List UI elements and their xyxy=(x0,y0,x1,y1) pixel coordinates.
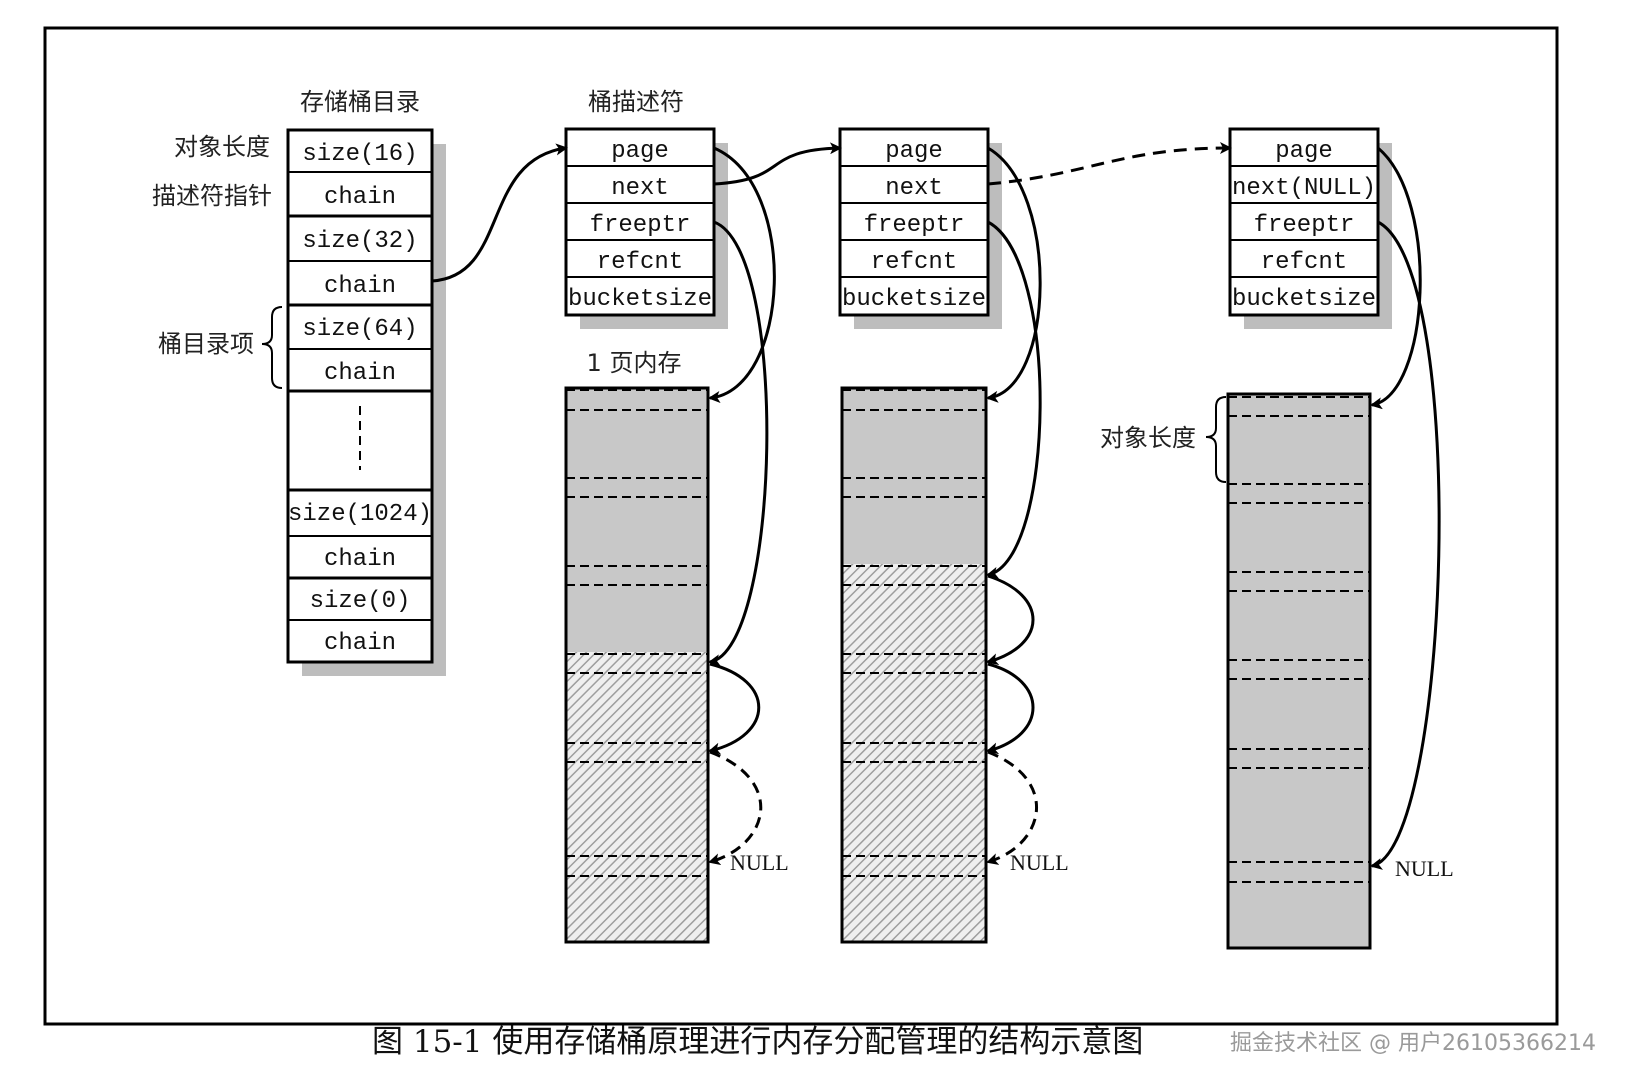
null-label-1: NULL xyxy=(730,850,789,875)
null-label-3: NULL xyxy=(1395,856,1454,881)
desc2-page: page xyxy=(885,138,943,165)
one-page-memory-label: 1 页内存 xyxy=(587,349,682,377)
arrow-page2-free3 xyxy=(986,750,1039,865)
memory-page-3 xyxy=(1226,392,1372,950)
arrow-desc1-page xyxy=(708,146,776,403)
arrow-desc2-next xyxy=(987,142,1232,186)
pointer-arrows xyxy=(431,142,1441,870)
arrow-page1-free1 xyxy=(708,662,761,755)
memory-page-1 xyxy=(564,386,710,944)
directory-entry-label: 桶目录项 xyxy=(158,330,254,358)
bucket-descriptor-2: page next freeptr refcnt bucketsize xyxy=(838,127,1002,329)
object-length-right-label: 对象长度 xyxy=(1100,424,1196,452)
dir-chain-1024: chain xyxy=(324,546,396,573)
dir-size-0: size(0) xyxy=(310,588,411,615)
desc3-refcnt: refcnt xyxy=(1261,249,1347,276)
dir-chain-64: chain xyxy=(324,360,396,387)
dir-size-32: size(32) xyxy=(302,228,417,255)
desc3-page: page xyxy=(1275,138,1333,165)
desc3-bucketsize: bucketsize xyxy=(1232,286,1376,313)
desc1-freeptr: freeptr xyxy=(590,212,691,239)
desc2-next: next xyxy=(885,175,943,202)
desc3-freeptr: freeptr xyxy=(1254,212,1355,239)
bucket-directory: size(16) chain size(32) chain size(64) c… xyxy=(286,128,446,676)
object-length-brace xyxy=(1205,396,1227,483)
arrow-page2-free2 xyxy=(986,662,1035,755)
watermark: 掘金技术社区 @ 用户26105366214 xyxy=(1230,1031,1596,1056)
dir-size-1024: size(1024) xyxy=(288,501,432,528)
arrow-page2-free1 xyxy=(986,574,1035,666)
descriptor-pointer-label: 描述符指针 xyxy=(152,182,272,210)
desc2-bucketsize: bucketsize xyxy=(842,286,986,313)
desc1-bucketsize: bucketsize xyxy=(568,286,712,313)
figure-frame xyxy=(43,26,1559,1026)
arrow-page1-free2 xyxy=(708,750,763,866)
dir-chain-16: chain xyxy=(324,184,396,211)
memory-page-2 xyxy=(840,386,988,944)
dir-size-64: size(64) xyxy=(302,316,417,343)
desc1-refcnt: refcnt xyxy=(597,249,683,276)
dir-size-16: size(16) xyxy=(302,141,417,168)
object-length-label: 对象长度 xyxy=(174,133,270,161)
arrow-desc2-page xyxy=(986,146,1042,403)
bucket-descriptor-3: page next(NULL) freeptr refcnt bucketsiz… xyxy=(1228,127,1392,329)
desc3-next: next(NULL) xyxy=(1232,175,1376,202)
directory-title: 存储桶目录 xyxy=(300,88,420,116)
figure-caption: 图 15-1 使用存储桶原理进行内存分配管理的结构示意图 xyxy=(372,1024,1143,1060)
bucket-descriptor-1: page next freeptr refcnt bucketsize xyxy=(564,127,728,329)
arrow-desc3-page xyxy=(1370,146,1422,410)
dir-chain-32: chain xyxy=(324,273,396,300)
desc2-freeptr: freeptr xyxy=(864,212,965,239)
arrow-chain-to-desc1 xyxy=(431,143,568,283)
desc2-refcnt: refcnt xyxy=(871,249,957,276)
null-label-2: NULL xyxy=(1010,850,1069,875)
arrow-desc3-freeptr xyxy=(1370,220,1441,870)
descriptor-title: 桶描述符 xyxy=(588,88,684,116)
directory-entry-brace xyxy=(261,306,283,389)
arrow-desc1-freeptr xyxy=(708,220,769,667)
arrow-desc1-next xyxy=(713,142,842,186)
arrow-desc2-freeptr xyxy=(986,220,1042,579)
desc1-page: page xyxy=(611,138,669,165)
dir-chain-0: chain xyxy=(324,630,396,657)
desc1-next: next xyxy=(611,175,669,202)
